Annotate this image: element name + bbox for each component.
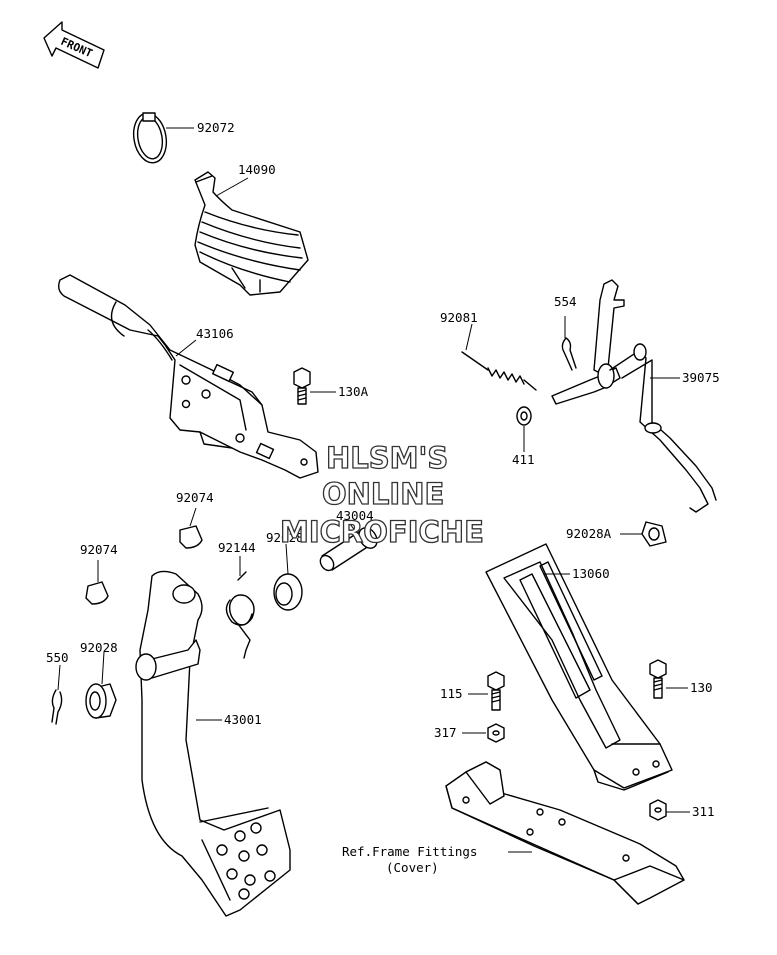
callout-43106: 43106 [196,326,234,341]
callout-92074-upper: 92074 [176,490,214,505]
watermark: HLSM'S ONLINE MICROFICHE [279,440,484,549]
bolt-130A [293,367,311,405]
callout-115: 115 [440,686,463,701]
clamp-92072 [132,112,168,164]
callout-ref-cover: (Cover) [386,860,439,875]
boot-14090 [194,171,309,296]
callout-ref-frame-fittings: Ref.Frame Fittings [342,844,477,859]
callout-39075: 39075 [682,370,720,385]
callout-92074-lower: 92074 [80,542,118,557]
callout-43004: 43004 [336,508,374,523]
bushing-92028-upper [273,573,303,611]
callout-92144: 92144 [218,540,256,555]
bracket-13060 [485,543,673,791]
bolt-130 [649,659,667,699]
callout-317: 317 [434,725,457,740]
callout-311: 311 [692,804,715,819]
spring-92081 [461,351,537,391]
cotter-pin-554 [561,337,577,371]
bushing-92028A [641,521,667,547]
leader-lines [57,127,690,853]
watermark-line-1: HLSM'S [326,441,448,475]
bushing-92028-lower [85,683,117,719]
front-direction-arrow: FRONT [43,21,105,69]
bolt-115 [487,671,505,711]
cotter-pin-550 [51,689,63,725]
callout-92081: 92081 [440,310,478,325]
callout-92028-lower: 92028 [80,640,118,655]
frame-fittings-cover [445,761,685,905]
cap-92074-upper [179,525,203,549]
pin-43004 [319,527,378,572]
nut-311 [649,799,667,821]
callout-550: 550 [46,650,69,665]
callout-92028A: 92028A [566,526,612,541]
watermark-line-3: MICROFICHE [280,515,484,549]
cap-92074-lower [85,581,109,605]
callout-554: 554 [554,294,577,309]
callout-411: 411 [512,452,535,467]
callout-43001: 43001 [224,712,262,727]
callout-13060: 13060 [572,566,610,581]
callout-labels: 92072 14090 43106 130A 92081 554 39075 4… [46,120,720,875]
callout-92072: 92072 [197,120,235,135]
nut-317 [487,723,505,743]
return-spring-92144 [225,571,255,659]
shaft-39075 [551,279,717,513]
callout-130: 130 [690,680,713,695]
brake-pedal-43001 [135,570,291,917]
callout-130A: 130A [338,384,369,399]
callout-92028-upper: 92028 [266,530,304,545]
washer-411 [516,406,532,426]
watermark-line-2: ONLINE [322,477,444,511]
hand-brake-lever-43106 [57,274,319,479]
callout-14090: 14090 [238,162,276,177]
